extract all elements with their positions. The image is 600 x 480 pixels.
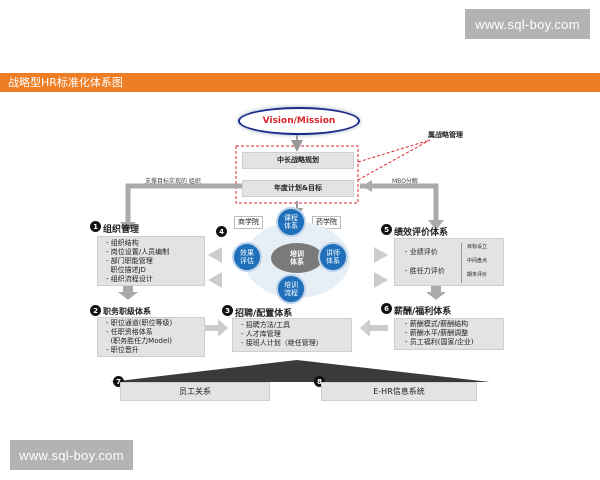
mbo-label: MBO分解 [392,178,418,185]
perf-side-item: 中间盘点 [467,258,488,264]
badge-2: 2 [90,305,101,316]
career-title: 职务职级体系 [103,307,151,316]
ehr-label: E-HR信息系统 [373,387,425,396]
pay-item: - 薪酬模式/薪酬结构 [405,320,469,328]
badge-7: 7 [113,376,124,387]
org-item: - 岗位设置/人员编制 [106,248,170,256]
badge-4: 4 [216,226,227,237]
annual-plan-label: 年度计划&目标 [273,184,323,192]
perf-box: - 业绩评价 - 胜任力评价 目标设立 中间盘点 期末评价 [394,238,504,286]
badge-1: 1 [90,221,101,232]
mid-long-plan-label: 中长战略规划 [277,156,319,164]
recruit-item: - 接班人计划（继任管理） [241,339,323,347]
badge-8: 8 [314,376,325,387]
watermark-bottom: www.sql-boy.com [10,440,133,470]
perf-item: - 业绩评价 [405,248,438,256]
career-box: - 职位通道(职位等级) - 任职资格体系 (职务胜任力Model) - 职位晋… [97,317,205,357]
business-school-tag: 商学院 [234,216,263,229]
recruit-item: - 人才库管理 [241,330,281,338]
support-label: 支撑目标实现的 组织 [145,178,201,185]
org-item: 职位描述JD [106,266,146,274]
perf-title: 绩效评价体系 [394,228,449,238]
pay-item: - 员工福利(国家/企业) [405,338,474,346]
org-title: 组织管理 [103,225,140,235]
org-item: - 组织结构 [106,239,139,247]
training-process-circle: 培训 流程 [276,274,306,304]
training-process-label: 培训 流程 [284,281,298,297]
badge-5: 5 [381,224,392,235]
annual-plan-box: 年度计划&目标 [242,180,354,197]
org-box: - 组织结构 - 岗位设置/人员编制 - 部门职能管理 职位描述JD - 组织流… [97,236,205,286]
perf-side-item: 期末评价 [467,272,488,278]
vision-oval: Vision/Mission [238,107,360,135]
strategy-mgmt-label: 属战略管理 [428,131,463,139]
perf-item: - 胜任力评价 [405,267,445,275]
career-item: - 职位晋升 [106,346,139,354]
employee-relations-label: 员工关系 [179,387,211,396]
ehr-box: E-HR信息系统 [321,382,477,401]
lecturer-system-circle: 讲师 体系 [318,242,348,272]
recruit-title: 招聘/配置体系 [235,309,293,319]
effect-eval-circle: 效果 评估 [232,242,262,272]
course-system-label: 课程 体系 [284,214,298,230]
perf-side-item: 目标设立 [467,244,488,250]
career-item: (职务胜任力Model) [106,337,172,345]
pay-title: 薪酬/福利体系 [394,307,452,317]
career-item: - 职位通道(职位等级) [106,319,173,327]
badge-6: 6 [381,303,392,314]
career-item: - 任职资格体系 [106,328,153,336]
training-core-label: 培训 体系 [290,250,304,266]
recruit-item: - 招聘方法/工具 [241,321,291,329]
org-item: - 部门职能管理 [106,257,153,265]
page-title: 战略型HR标准化体系图 [0,73,600,92]
pay-item: - 薪酬水平/薪酬调整 [405,329,469,337]
training-core-circle: 培训 体系 [271,243,323,273]
badge-3: 3 [222,305,233,316]
effect-eval-label: 效果 评估 [240,249,254,265]
perf-divider [461,243,462,283]
pay-box: - 薪酬模式/薪酬结构 - 薪酬水平/薪酬调整 - 员工福利(国家/企业) [394,318,504,350]
vision-label: Vision/Mission [262,116,336,126]
lecturer-system-label: 讲师 体系 [326,249,340,265]
mid-long-plan-box: 中长战略规划 [242,152,354,169]
recruit-box: - 招聘方法/工具 - 人才库管理 - 接班人计划（继任管理） [232,318,352,352]
watermark-top: www.sql-boy.com [465,9,590,39]
employee-relations-box: 员工关系 [120,382,270,401]
org-item: - 组织流程设计 [106,275,153,283]
course-system-circle: 课程 体系 [276,207,306,237]
